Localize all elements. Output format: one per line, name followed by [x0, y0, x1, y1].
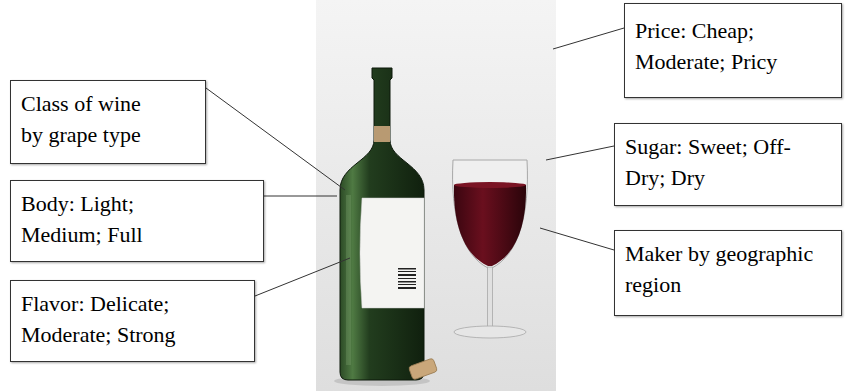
callout-text: Body: Light; Medium; Full — [21, 189, 163, 251]
callout-box: Class of wine by grape type — [10, 80, 206, 164]
leader-line — [264, 196, 337, 197]
callout-text: Flavor: Delicate; Moderate; Strong — [21, 289, 194, 351]
leader-line — [540, 228, 614, 250]
barcode — [398, 268, 416, 289]
leader-line — [255, 258, 350, 296]
bottle-label — [360, 198, 424, 308]
leader-lines — [206, 28, 624, 296]
callout-box: Maker by geographic region — [614, 230, 842, 316]
callout-box: Body: Light; Medium; Full — [10, 180, 264, 262]
callout-box: Price: Cheap; Moderate; Pricy — [624, 3, 842, 98]
leader-line — [206, 88, 345, 190]
photo-ground — [316, 0, 556, 391]
callout-box: Sugar: Sweet; Off-Dry; Dry — [614, 123, 842, 206]
leader-line — [546, 146, 614, 160]
wine-bottle — [340, 68, 424, 380]
callout-text: Sugar: Sweet; Off-Dry; Dry — [625, 132, 831, 194]
cork — [408, 358, 437, 380]
callout-box: Flavor: Delicate; Moderate; Strong — [10, 280, 255, 362]
wine-glass — [453, 160, 528, 338]
neck-band — [374, 126, 390, 142]
callout-text: Price: Cheap; Moderate; Pricy — [635, 16, 831, 78]
callout-text: Class of wine by grape type — [21, 89, 165, 151]
leader-line — [553, 28, 624, 49]
callout-text: Maker by geographic region — [625, 239, 831, 301]
